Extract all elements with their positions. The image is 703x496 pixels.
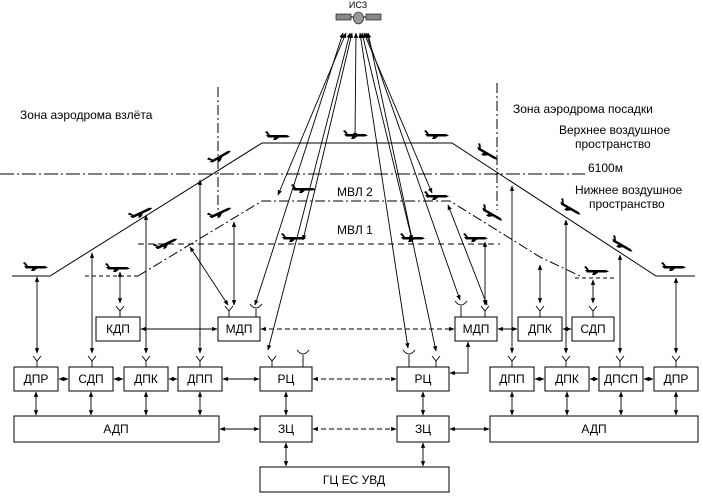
takeoff-zone-label: Зона аэродрома взлёта	[20, 108, 153, 122]
satellite-icon	[335, 11, 382, 25]
landing-zone-label: Зона аэродрома посадки	[513, 102, 653, 116]
box-labels: КДП МДП МДП ДПК СДП ДПР СДП ДПК ДПП РЦ Р…	[24, 322, 689, 487]
box-adp-left	[13, 415, 220, 443]
dpp-right-label: ДПП	[499, 372, 524, 386]
box-kdp	[95, 316, 141, 342]
upper-airspace-label-1: Верхнее воздушное	[559, 123, 670, 137]
mdp-right-label: МДП	[463, 322, 490, 336]
lower-airspace-label-2: пространство	[589, 197, 665, 211]
dpk-left-label: ДПК	[134, 372, 158, 386]
box-dpr-right	[653, 366, 699, 392]
box-dpk-left	[123, 366, 169, 392]
box-dpp-right	[489, 366, 535, 392]
box-dpr-left	[13, 366, 59, 392]
dpsp-right-label: ДПСП	[604, 372, 638, 386]
altitude-label: 6100м	[588, 161, 623, 175]
box-rc-left	[259, 366, 313, 392]
mvl1-label: МВЛ 1	[337, 223, 373, 237]
satellite-label: ИСЗ	[349, 0, 367, 10]
dpk-right-label: ДПК	[555, 372, 579, 386]
box-dpp-left	[177, 366, 223, 392]
satellite-links	[254, 32, 461, 352]
rc-left-label: РЦ	[278, 372, 295, 386]
dpr-right-label: ДПР	[664, 372, 689, 386]
sdp-left-label: СДП	[78, 372, 103, 386]
flight-profile	[0, 83, 695, 279]
air-ground-links	[34, 179, 679, 354]
kdp-label: КДП	[106, 322, 130, 336]
box-zc-left	[259, 415, 313, 443]
lower-airspace-label-1: Нижнее воздушное	[575, 183, 683, 197]
rc-right-label: РЦ	[415, 372, 432, 386]
system-boxes	[13, 316, 699, 493]
dpk-top-label: ДПК	[528, 322, 552, 336]
aircraft-icons	[23, 130, 686, 275]
box-sdp-top	[571, 316, 615, 342]
zc-right-label: ЗЦ	[415, 422, 431, 436]
mdp-left-label: МДП	[226, 322, 253, 336]
box-adp-right	[489, 415, 699, 443]
box-mdp-right	[454, 316, 498, 342]
antenna-icons	[32, 300, 681, 367]
box-gc	[259, 466, 450, 493]
box-dpsp-right	[598, 366, 644, 392]
gc-label: ГЦ ЕС УВД	[323, 473, 385, 487]
sdp-top-label: СДП	[580, 322, 605, 336]
box-mdp-left	[217, 316, 261, 342]
adp-right-label: АДП	[581, 422, 606, 436]
box-dpk-right	[544, 366, 590, 392]
dpp-left-label: ДПП	[187, 372, 212, 386]
dpr-left-label: ДПР	[24, 372, 49, 386]
mvl2-label: МВЛ 2	[337, 185, 373, 199]
adp-left-label: АДП	[103, 422, 128, 436]
box-sdp-left	[68, 366, 114, 392]
upper-airspace-label-2: пространство	[575, 137, 651, 151]
ground-links	[33, 326, 679, 467]
box-dpk-top	[517, 316, 563, 342]
box-rc-right	[396, 366, 450, 392]
zc-left-label: ЗЦ	[278, 422, 294, 436]
box-zc-right	[396, 415, 450, 443]
